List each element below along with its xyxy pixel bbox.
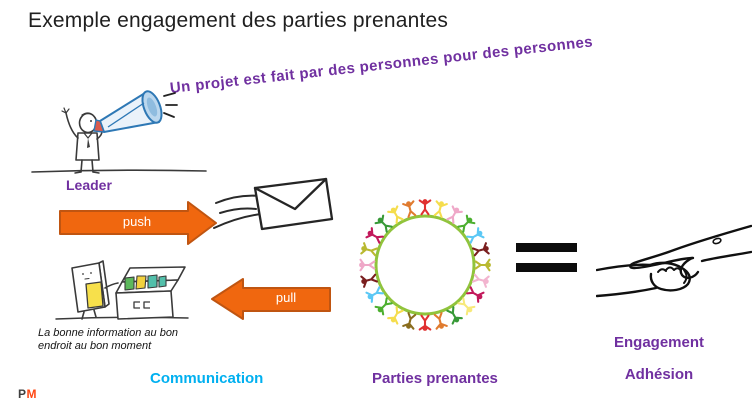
page-title: Exemple engagement des parties prenantes [28, 9, 449, 32]
person-figure [457, 214, 476, 233]
sound-marks [163, 92, 178, 118]
person-figure [457, 297, 476, 316]
pm-logo: PM [18, 387, 37, 401]
engagement-label: Engagement [613, 334, 704, 351]
equals-sign-bottom-bar [516, 263, 577, 272]
person-figure [433, 200, 448, 218]
person-figure [418, 199, 432, 216]
person-figure [359, 258, 376, 272]
information-caption: La bonne information au bon endroit au b… [38, 327, 178, 353]
push-arrow [59, 201, 217, 245]
person-figure [466, 227, 485, 244]
person-figure [466, 286, 485, 303]
pull-arrow-label: pull [275, 290, 297, 305]
person-figure [474, 258, 491, 272]
person-figure [374, 297, 393, 316]
person-figure [472, 242, 490, 257]
people-circle-illustration [359, 199, 491, 331]
pm-logo-p: P [18, 387, 27, 401]
megaphone-person-illustration [31, 90, 207, 174]
person-figure [402, 312, 417, 330]
leader-label: Leader [66, 177, 112, 193]
handshake-illustration [596, 224, 752, 298]
person-figure [387, 306, 404, 325]
person-figure [446, 306, 463, 325]
person-figure [365, 227, 384, 244]
person-figure [360, 242, 378, 257]
tagline-text: Un projet est fait par des personnes pou… [169, 33, 594, 97]
yellow-card [85, 281, 104, 309]
pm-logo-m: M [26, 387, 38, 401]
people-circle-figures [359, 199, 491, 331]
person-figure [433, 312, 448, 330]
envelope-icon [213, 177, 334, 231]
communication-label: Communication [150, 370, 264, 387]
open-box [115, 266, 186, 320]
equals-sign-top-bar [516, 243, 577, 252]
motion-lines [213, 194, 262, 229]
adhesion-label: Adhésion [624, 366, 694, 383]
result-labels: Engagement Adhésion [594, 334, 724, 383]
person-figure [446, 205, 463, 224]
caption-line-1: La bonne information au bon [38, 327, 179, 339]
leader-figure [61, 107, 103, 174]
archive-box-illustration [55, 260, 189, 320]
stakeholders-label: Parties prenantes [372, 370, 498, 387]
person-figure [472, 273, 490, 288]
person-figure [387, 205, 404, 224]
person-figure [374, 214, 393, 233]
person-figure [360, 273, 378, 288]
person-figure [402, 200, 417, 218]
green-ring [374, 214, 476, 316]
ground-line [31, 169, 207, 173]
push-arrow-label: push [122, 214, 152, 229]
megaphone-icon [93, 90, 163, 133]
person-figure [365, 286, 384, 303]
person-figure [418, 314, 432, 331]
caption-line-2: endroit au bon moment [38, 340, 152, 352]
pull-arrow [211, 278, 331, 320]
